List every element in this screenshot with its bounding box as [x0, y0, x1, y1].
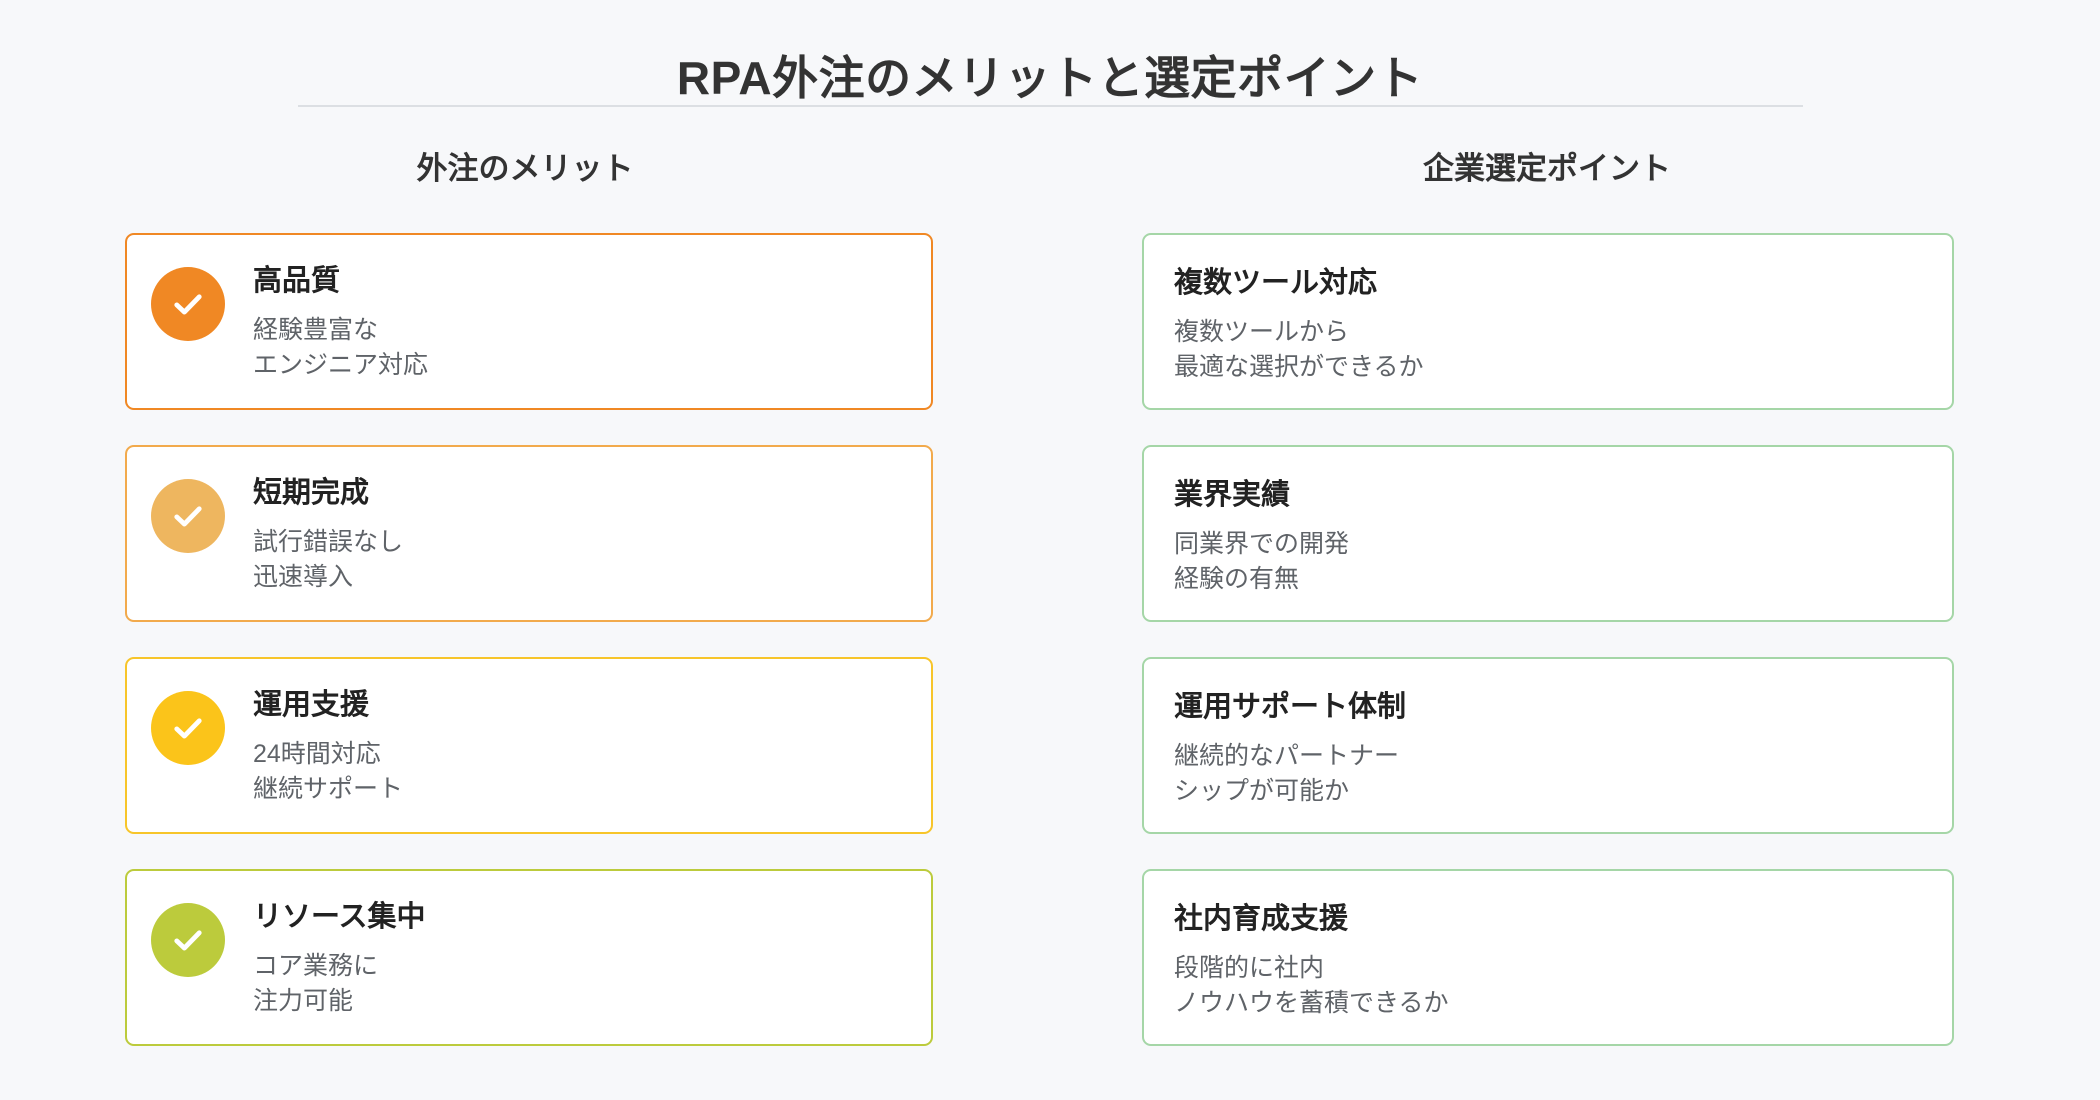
merit-card-2-body: 短期完成 試行錯誤なし 迅速導入: [253, 473, 907, 594]
column-selection-points: 企業選定ポイント 複数ツール対応 複数ツールから 最適な選択ができるか 業界実績…: [1142, 148, 1972, 1046]
merit-card-4-desc-line-2: 注力可能: [253, 986, 354, 1015]
merit-card-1[interactable]: 高品質 経験豊富な エンジニア対応: [125, 233, 933, 410]
selection-card-2-desc-line-2: 経験の有無: [1174, 564, 1300, 593]
merit-card-2-desc-line-1: 試行錯誤なし: [253, 528, 404, 557]
merit-card-3[interactable]: 運用支援 24時間対応 継続サポート: [125, 657, 933, 834]
merit-card-4-body: リソース集中 コア業務に 注力可能: [253, 897, 907, 1018]
selection-card-2-title: 業界実績: [1174, 479, 1291, 511]
selection-card-2-body: 業界実績 同業界での開発 経験の有無: [1174, 475, 1926, 596]
selection-card-2[interactable]: 業界実績 同業界での開発 経験の有無: [1142, 445, 1954, 622]
selection-card-4-desc-line-1: 段階的に社内: [1174, 954, 1325, 983]
merit-card-4-title: リソース集中: [253, 901, 426, 933]
selection-card-3-title: 運用サポート体制: [1174, 691, 1407, 723]
selection-card-1[interactable]: 複数ツール対応 複数ツールから 最適な選択ができるか: [1142, 233, 1954, 410]
columns-container: 外注のメリット 高品質 経験豊富な エンジニア対応: [0, 148, 2100, 1048]
selection-card-3-desc-line-1: 継続的なパートナー: [1174, 742, 1400, 771]
merit-card-3-desc-line-2: 継続サポート: [253, 774, 404, 803]
merit-card-2-desc-line-2: 迅速導入: [253, 562, 354, 591]
card-list-merits: 高品質 経験豊富な エンジニア対応 短期完成 試行錯誤なし 迅速導入: [125, 233, 955, 1081]
selection-card-4-desc-line-2: ノウハウを蓄積できるか: [1174, 988, 1449, 1017]
merit-card-4-desc-line-1: コア業務に: [253, 952, 379, 981]
column-heading-selection-points: 企業選定ポイント: [1423, 151, 1671, 186]
column-heading-merits: 外注のメリット: [416, 151, 634, 186]
merit-card-2[interactable]: 短期完成 試行錯誤なし 迅速導入: [125, 445, 933, 622]
selection-card-4-title: 社内育成支援: [1174, 903, 1349, 935]
selection-card-1-desc-line-2: 最適な選択ができるか: [1174, 352, 1424, 381]
selection-card-1-desc-line-1: 複数ツールから: [1174, 318, 1350, 347]
check-circle-icon: [151, 267, 225, 341]
merit-card-1-title: 高品質: [253, 265, 341, 297]
card-list-selection-points: 複数ツール対応 複数ツールから 最適な選択ができるか 業界実績 同業界での開発 …: [1142, 233, 1972, 1081]
selection-card-4-body: 社内育成支援 段階的に社内 ノウハウを蓄積できるか: [1174, 899, 1926, 1020]
merit-card-1-desc-line-1: 経験豊富な: [253, 316, 379, 345]
column-merits: 外注のメリット 高品質 経験豊富な エンジニア対応: [125, 148, 955, 1046]
selection-card-1-body: 複数ツール対応 複数ツールから 最適な選択ができるか: [1174, 263, 1926, 384]
selection-card-2-desc-line-1: 同業界での開発: [1174, 530, 1350, 559]
merit-card-3-title: 運用支援: [253, 689, 370, 721]
merit-card-1-desc-line-2: エンジニア対応: [253, 350, 429, 379]
title-divider: [298, 105, 1803, 107]
selection-card-3-body: 運用サポート体制 継続的なパートナー シップが可能か: [1174, 687, 1926, 808]
selection-card-3[interactable]: 運用サポート体制 継続的なパートナー シップが可能か: [1142, 657, 1954, 834]
merit-card-1-body: 高品質 経験豊富な エンジニア対応: [253, 261, 907, 382]
merit-card-4[interactable]: リソース集中 コア業務に 注力可能: [125, 869, 933, 1046]
selection-card-1-title: 複数ツール対応: [1174, 267, 1378, 299]
check-circle-icon: [151, 903, 225, 977]
merit-card-3-body: 運用支援 24時間対応 継続サポート: [253, 685, 907, 806]
check-circle-icon: [151, 479, 225, 553]
selection-card-3-desc-line-2: シップが可能か: [1174, 776, 1350, 805]
check-circle-icon: [151, 691, 225, 765]
selection-card-4[interactable]: 社内育成支援 段階的に社内 ノウハウを蓄積できるか: [1142, 869, 1954, 1046]
page-title: RPA外注のメリットと選定ポイント: [676, 51, 1424, 104]
merit-card-2-title: 短期完成: [253, 477, 370, 509]
merit-card-3-desc-line-1: 24時間対応: [253, 740, 381, 769]
